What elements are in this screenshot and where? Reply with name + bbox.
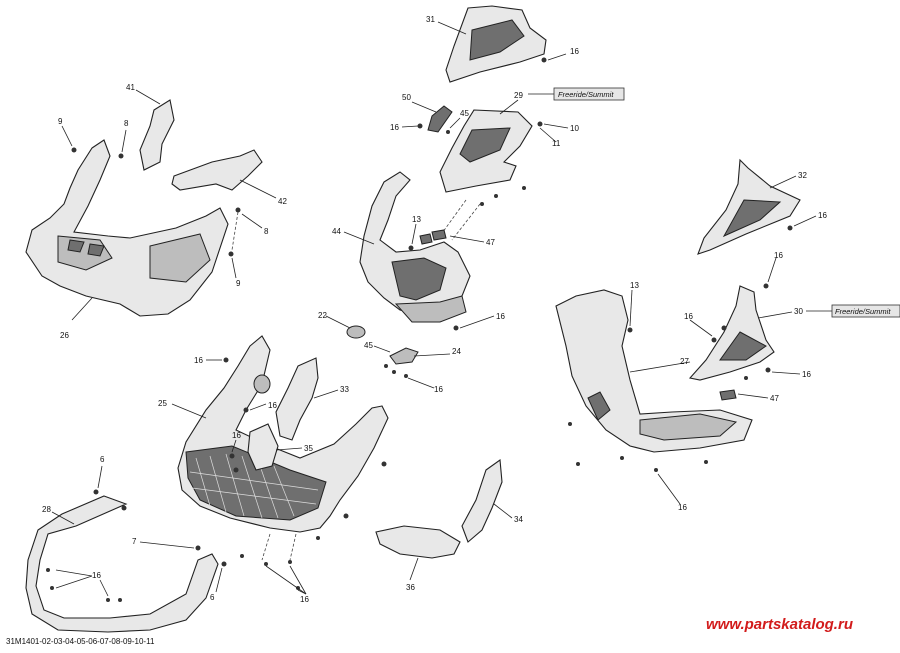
callout-28: 28 bbox=[42, 505, 51, 514]
callout-24: 24 bbox=[452, 347, 461, 356]
part-29 bbox=[439, 99, 569, 241]
part-41 bbox=[135, 89, 175, 171]
callout-27: 27 bbox=[680, 357, 689, 366]
callout-16: 16 bbox=[268, 401, 277, 410]
drawing-code: 31M1401-02-03-04-05-06-07-08-09-10-11 bbox=[6, 637, 155, 646]
callout-45: 45 bbox=[364, 341, 373, 350]
part-36 bbox=[375, 525, 461, 581]
part-33 bbox=[275, 357, 339, 441]
callout-36: 36 bbox=[406, 583, 415, 592]
callout-42: 42 bbox=[278, 197, 287, 206]
svg-text:Freeride/Summit: Freeride/Summit bbox=[835, 307, 891, 316]
part-44 bbox=[343, 171, 495, 331]
callout-7: 7 bbox=[132, 537, 137, 546]
callout-16: 16 bbox=[802, 370, 811, 379]
note-29: Freeride/Summit bbox=[528, 87, 625, 101]
part-42 bbox=[171, 149, 277, 199]
callout-9: 9 bbox=[58, 117, 63, 126]
callout-16: 16 bbox=[92, 571, 101, 580]
callout-10: 10 bbox=[570, 124, 579, 133]
callout-6: 6 bbox=[210, 593, 215, 602]
callout-16: 16 bbox=[390, 123, 399, 132]
callout-16: 16 bbox=[232, 431, 241, 440]
callout-34: 34 bbox=[514, 515, 523, 524]
callout-31: 31 bbox=[426, 15, 435, 24]
callout-16: 16 bbox=[194, 356, 203, 365]
part-22 bbox=[325, 315, 366, 339]
callout-16: 16 bbox=[774, 251, 783, 260]
callout-25: 25 bbox=[158, 399, 167, 408]
watermark[interactable]: www.partskatalog.ru bbox=[706, 616, 853, 633]
callout-8: 8 bbox=[124, 119, 129, 128]
callout-16: 16 bbox=[678, 503, 687, 512]
callout-16: 16 bbox=[684, 312, 693, 321]
part-25 bbox=[171, 335, 389, 595]
callout-26: 26 bbox=[60, 331, 69, 340]
part-27 bbox=[555, 289, 753, 505]
callout-45: 45 bbox=[460, 109, 469, 118]
part-50-45 bbox=[401, 101, 461, 134]
callout-11: 11 bbox=[552, 139, 561, 148]
callout-47: 47 bbox=[770, 394, 779, 403]
callout-50: 50 bbox=[402, 93, 411, 102]
callout-22: 22 bbox=[318, 311, 327, 320]
callout-33: 33 bbox=[340, 385, 349, 394]
callout-9: 9 bbox=[236, 279, 241, 288]
callout-29: 29 bbox=[514, 91, 523, 100]
part-26 bbox=[25, 139, 229, 321]
svg-text:Freeride/Summit: Freeride/Summit bbox=[558, 90, 614, 99]
part-32 bbox=[697, 158, 817, 255]
callout-47: 47 bbox=[486, 238, 495, 247]
callout-16: 16 bbox=[496, 312, 505, 321]
callout-16: 16 bbox=[300, 595, 309, 604]
part-35 bbox=[247, 423, 303, 471]
callout-16: 16 bbox=[818, 211, 827, 220]
part-28 bbox=[25, 465, 227, 633]
callout-numbers: 31 16 41 9 8 50 45 16 29 10 11 42 8 9 26… bbox=[42, 15, 827, 604]
fasteners-8-9 bbox=[61, 125, 263, 279]
callout-13: 13 bbox=[630, 281, 639, 290]
note-30: Freeride/Summit bbox=[806, 304, 900, 318]
callout-41: 41 bbox=[126, 83, 135, 92]
grille-pattern bbox=[189, 453, 319, 519]
callout-30: 30 bbox=[794, 307, 803, 316]
callout-13: 13 bbox=[412, 215, 421, 224]
callout-8: 8 bbox=[264, 227, 269, 236]
part-24 bbox=[373, 345, 451, 389]
callout-6: 6 bbox=[100, 455, 105, 464]
part-30 bbox=[688, 257, 801, 401]
callout-16: 16 bbox=[434, 385, 443, 394]
callout-35: 35 bbox=[304, 444, 313, 453]
callout-44: 44 bbox=[332, 227, 341, 236]
part-31 bbox=[437, 5, 567, 83]
callout-16: 16 bbox=[570, 47, 579, 56]
part-34 bbox=[461, 458, 513, 543]
callout-32: 32 bbox=[798, 171, 807, 180]
